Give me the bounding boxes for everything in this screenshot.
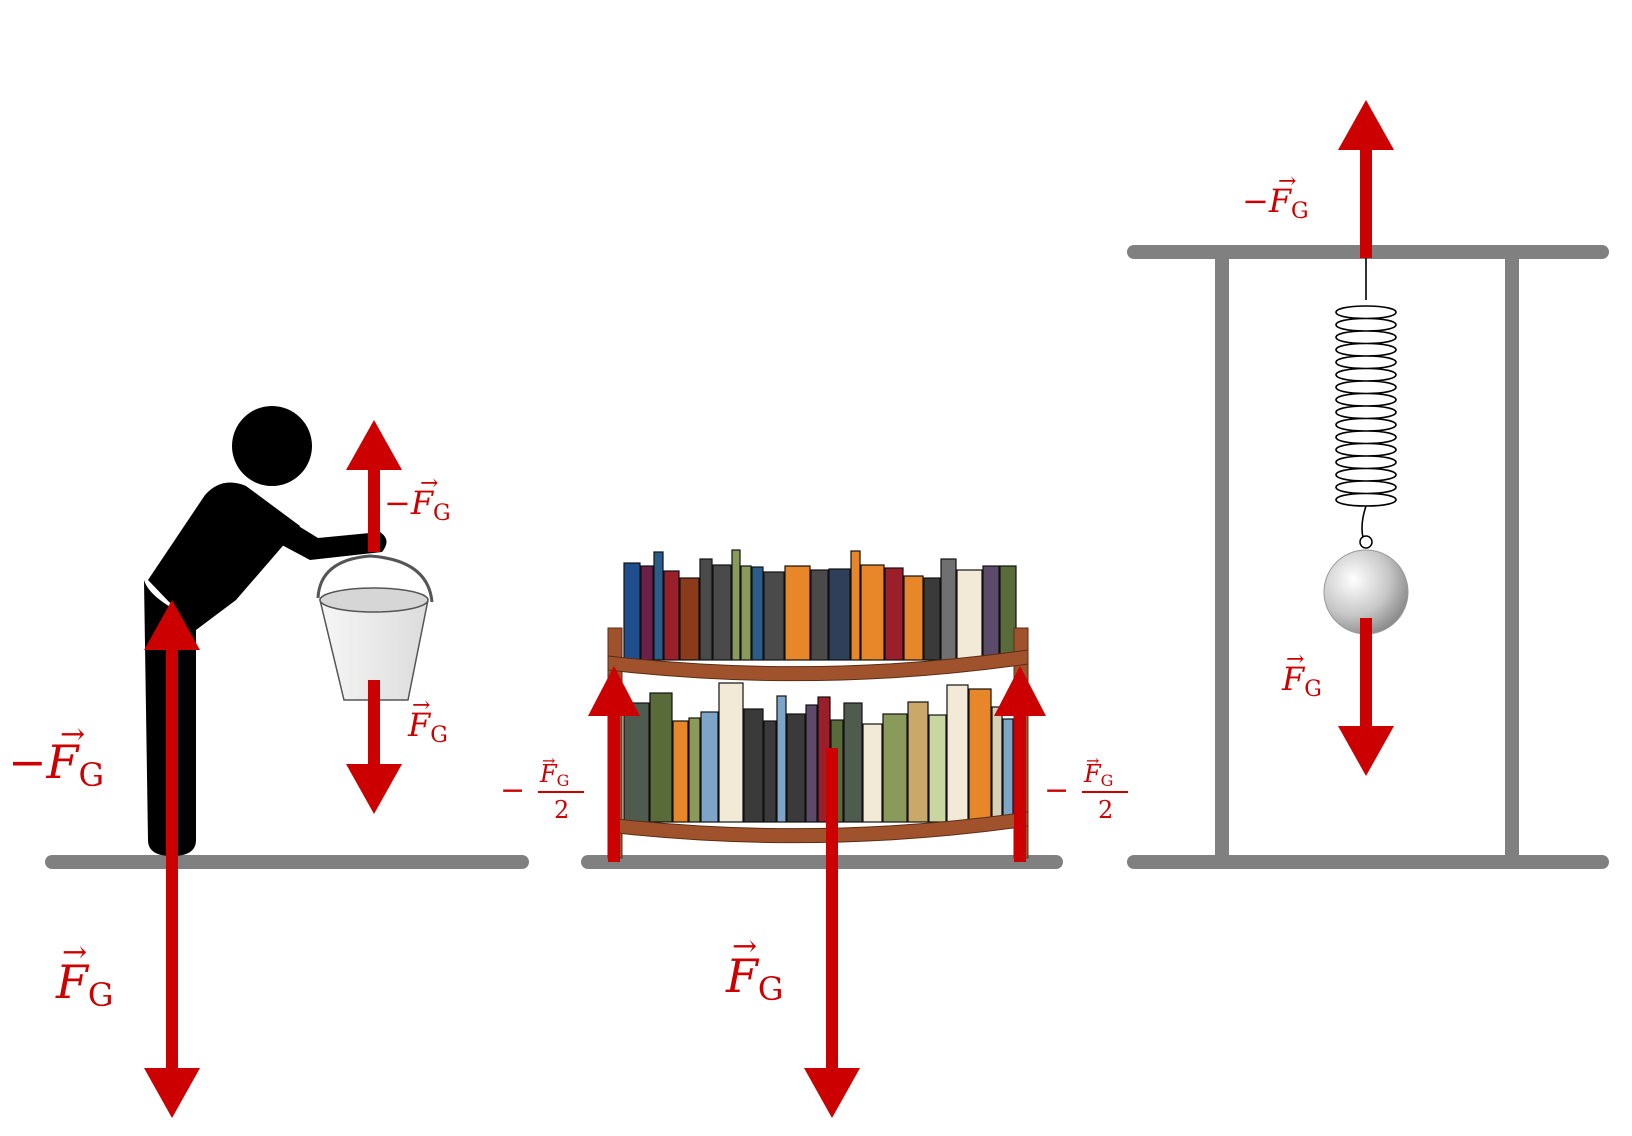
- book-spine: [688, 717, 701, 823]
- label-fg-shelf: FG →: [725, 929, 783, 1008]
- book-spine: [968, 688, 992, 823]
- shelf-board-top: [607, 649, 1029, 682]
- book-spine: [828, 568, 851, 661]
- book-spine: [928, 714, 947, 823]
- label-fg-ball: FG →: [1281, 647, 1322, 702]
- book-spine: [903, 575, 924, 661]
- book-spine: [700, 711, 719, 823]
- book-spine: [850, 550, 861, 661]
- book-spine: [679, 577, 700, 661]
- bucket-rim: [319, 587, 429, 613]
- book-spine: [763, 720, 777, 823]
- book-spine: [923, 577, 941, 661]
- book-spine: [649, 692, 673, 823]
- book-spine: [862, 723, 883, 823]
- force-arrowhead-body-down: [144, 1068, 200, 1118]
- label-neg-fg-spring: −FG →: [1242, 169, 1309, 224]
- person-head: [232, 406, 312, 486]
- book-spine: [740, 565, 752, 661]
- svg-text:−FG: −FG: [8, 735, 104, 794]
- book-spine: [884, 567, 904, 661]
- book-spine: [672, 720, 689, 823]
- svg-text:FG: FG: [539, 760, 569, 790]
- force-arrowhead-legs-up: [144, 600, 200, 650]
- book-spine: [786, 713, 806, 823]
- book-spine: [653, 551, 664, 661]
- svg-text:−: −: [1044, 773, 1069, 808]
- book-spine: [640, 565, 654, 661]
- book-spine: [663, 570, 680, 661]
- book-spine: [776, 695, 787, 823]
- force-arrowhead-hand-up: [346, 420, 402, 470]
- svg-text:FG: FG: [407, 706, 448, 748]
- label-neg-half-fg-right: − FG → 2: [1044, 751, 1128, 824]
- svg-text:2: 2: [554, 796, 569, 824]
- force-arrowhead-shelf-left-up: [588, 666, 640, 716]
- svg-text:→: →: [60, 717, 85, 752]
- svg-text:→: →: [1286, 647, 1304, 672]
- label-neg-half-fg-left: − FG → 2: [500, 751, 584, 824]
- book-spine: [743, 708, 764, 823]
- book-spine: [882, 713, 908, 823]
- force-arrowhead-shelf-right-up: [994, 666, 1046, 716]
- svg-text:→: →: [412, 693, 430, 718]
- book-spine: [805, 704, 818, 823]
- shelf-board-bottom: [607, 811, 1029, 844]
- books-top-row: [623, 549, 1017, 661]
- svg-text:2: 2: [1098, 796, 1113, 824]
- label-fg-body: FG →: [55, 935, 113, 1014]
- bucket: [316, 554, 434, 701]
- scene-person: −FG → FG → −FG → FG →: [8, 406, 529, 1118]
- book-spine: [860, 564, 885, 661]
- book-spine: [763, 571, 785, 661]
- scene-bookshelf: − FG → 2 − FG → 2 FG →: [500, 549, 1128, 1118]
- book-spine: [731, 549, 741, 661]
- svg-text:→: →: [420, 471, 438, 496]
- svg-text:→: →: [542, 751, 555, 770]
- label-neg-fg-hand: −FG →: [384, 471, 451, 526]
- book-spine: [956, 569, 983, 661]
- svg-text:−: −: [500, 773, 525, 808]
- book-spine: [751, 566, 764, 661]
- svg-text:FG: FG: [1281, 660, 1322, 702]
- book-spine: [982, 565, 1000, 661]
- book-spine: [843, 702, 863, 823]
- book-spine: [1002, 718, 1014, 823]
- svg-text:→: →: [732, 929, 757, 964]
- label-neg-fg-legs: −FG →: [8, 717, 104, 794]
- book-spine: [784, 565, 811, 661]
- book-spine: [623, 562, 641, 661]
- book-spine: [946, 684, 969, 823]
- book-spine: [940, 558, 957, 661]
- svg-text:−FG: −FG: [384, 484, 451, 526]
- book-spine: [699, 558, 713, 661]
- book-spine: [810, 569, 829, 661]
- force-arrowhead-ball-down: [1338, 726, 1394, 776]
- person-arm: [240, 490, 387, 560]
- spring-coil: [1335, 258, 1397, 547]
- bucket-handle: [316, 554, 434, 603]
- force-arrowhead-shelf-down: [804, 1068, 860, 1118]
- scene-spring: −FG → FG →: [1127, 100, 1609, 869]
- svg-text:→: →: [1278, 169, 1296, 194]
- svg-text:−FG: −FG: [1242, 182, 1309, 224]
- book-spine: [907, 701, 929, 823]
- svg-text:FG: FG: [55, 955, 113, 1014]
- force-arrowhead-spring-up: [1338, 100, 1394, 150]
- svg-text:→: →: [62, 935, 87, 970]
- svg-text:FG: FG: [725, 949, 783, 1008]
- book-spine: [623, 702, 650, 823]
- label-fg-bucket: FG →: [407, 693, 448, 748]
- book-spine: [991, 706, 1003, 823]
- svg-text:→: →: [1086, 751, 1099, 770]
- svg-text:FG: FG: [1083, 760, 1113, 790]
- books-bottom-row: [623, 682, 1014, 823]
- spring-hook-ring: [1359, 535, 1373, 549]
- book-spine: [712, 564, 732, 661]
- force-arrowhead-bucket-down: [346, 764, 402, 814]
- book-spine: [718, 682, 744, 823]
